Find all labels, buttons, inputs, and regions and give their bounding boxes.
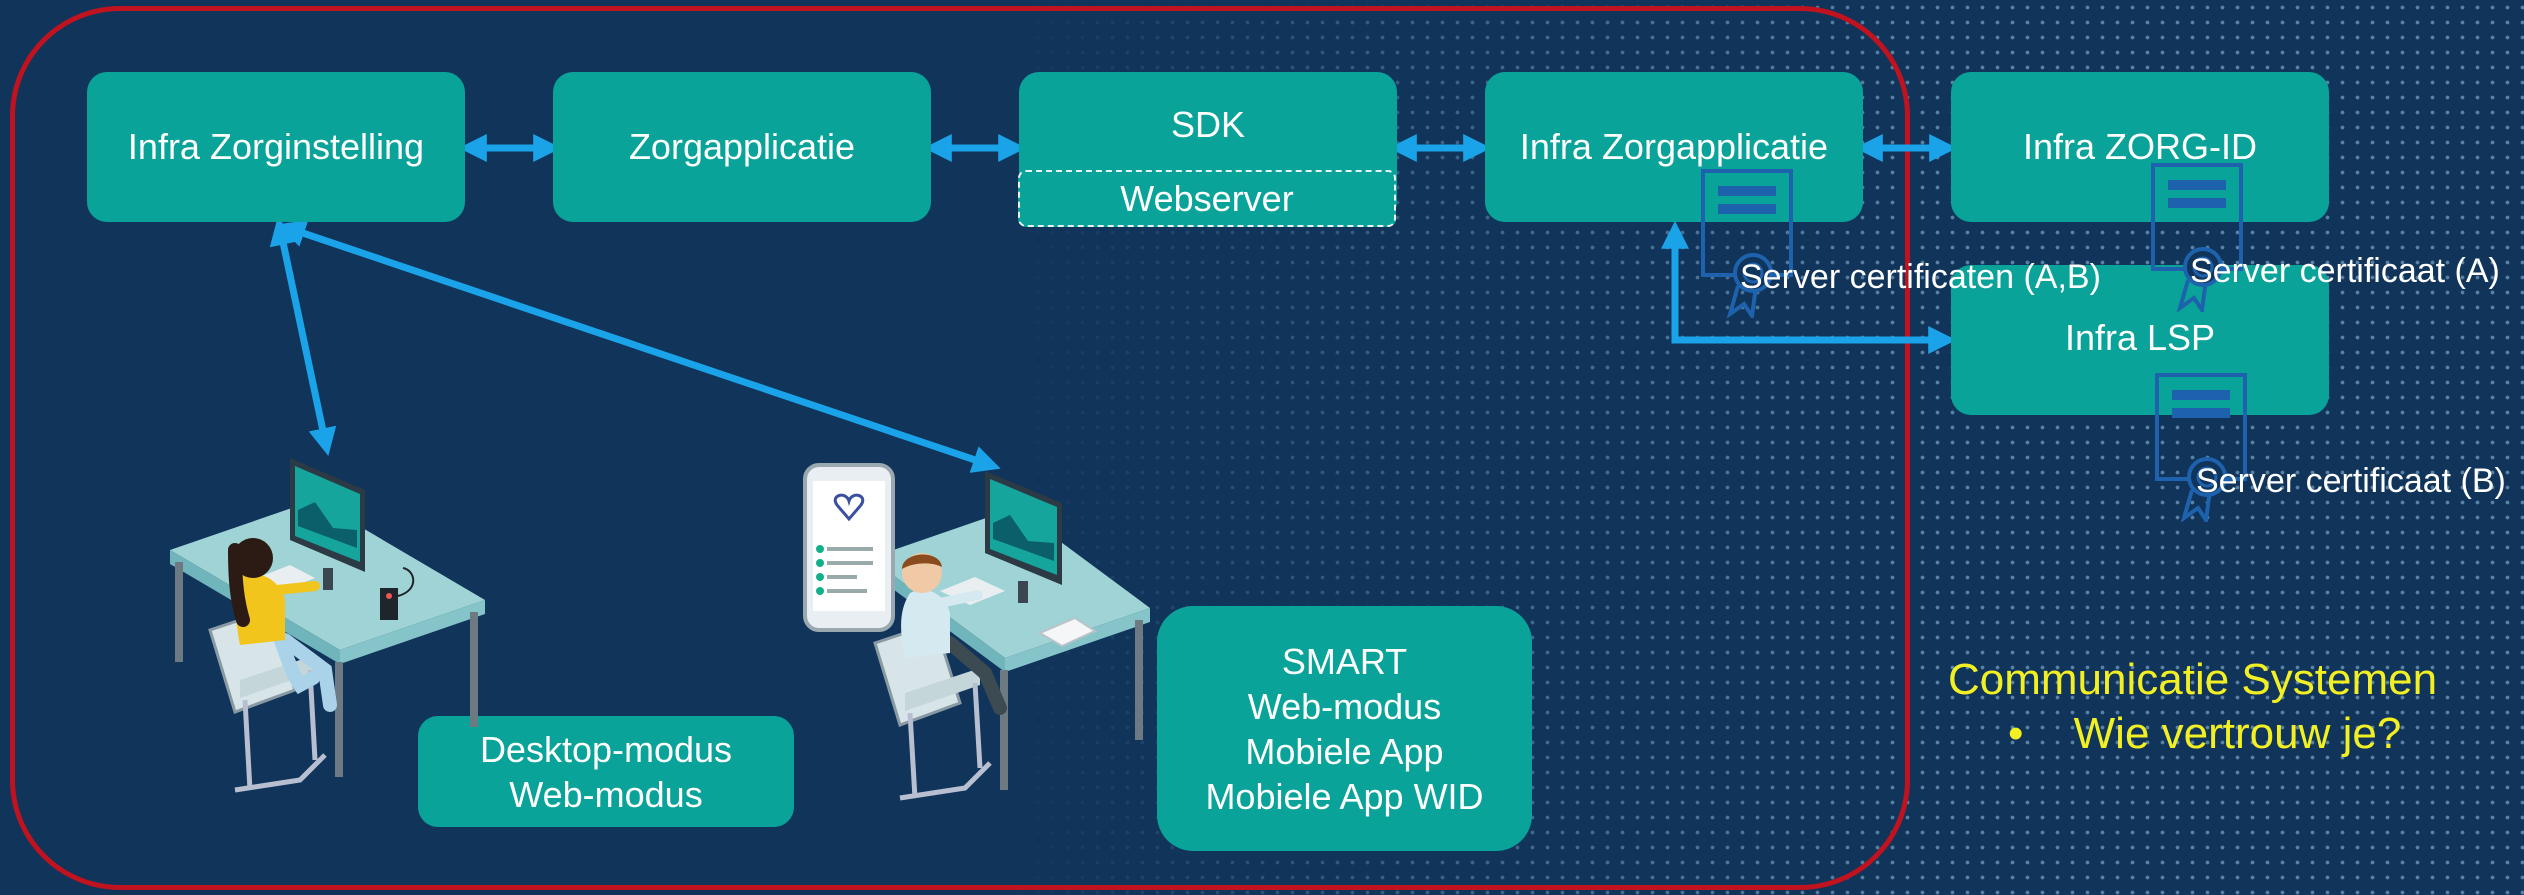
smart-web-mode-label: Web-modus — [1247, 685, 1442, 727]
box-webserver-label: Webserver — [1120, 177, 1294, 219]
certificate-label-zorg-id: Server certificaat (A) — [2190, 252, 2500, 290]
web-mode-label: Web-modus — [509, 773, 703, 815]
box-zorgapplicatie: Zorgapplicatie — [553, 72, 931, 222]
box-infra-lsp-label: Infra LSP — [2064, 317, 2216, 358]
smart-mobile-app-wid-label: Mobiele App WID — [1205, 775, 1484, 817]
arrow-zorginstelling-desktop — [269, 217, 337, 456]
box-infra-lsp: Infra LSP — [1951, 265, 2329, 415]
certificate-label-lsp: Server certificaat (B) — [2196, 462, 2506, 500]
certificate-icon — [1701, 169, 1793, 318]
box-infra-zorginstelling: Infra Zorginstelling — [87, 72, 465, 222]
box-infra-zorginstelling-label: Infra Zorginstelling — [127, 126, 425, 167]
box-desktop-modes: Desktop-modus Web-modus — [418, 716, 794, 827]
box-sdk-label: SDK — [1170, 104, 1246, 145]
note-bullet-item: • Wie vertrouw je? — [1948, 709, 2437, 759]
desktop-workstation-illustration — [170, 458, 485, 793]
box-infra-zorgapplicatie: Infra Zorgapplicatie — [1485, 72, 1863, 222]
certificate-label-zorgapplicatie: Server certificaten (A,B) — [1740, 258, 2101, 296]
smart-label: SMART — [1281, 640, 1408, 682]
certificate-icon — [2151, 163, 2243, 312]
arrow-zorgapplicatie-lsp — [1661, 220, 1957, 354]
box-zorgapplicatie-label: Zorgapplicatie — [628, 126, 856, 167]
smart-workstation-illustration — [803, 463, 1150, 801]
arrow-zorginstelling-smart — [277, 220, 1001, 473]
desktop-mode-label: Desktop-modus — [479, 728, 733, 770]
box-webserver: Webserver — [1018, 170, 1396, 227]
box-smart-modes: SMART Web-modus Mobiele App Mobiele App … — [1157, 606, 1532, 851]
box-infra-zorg-id: Infra ZORG-ID — [1951, 72, 2329, 222]
box-infra-zorgapplicatie-label: Infra Zorgapplicatie — [1519, 126, 1829, 167]
box-infra-zorg-id-label: Infra ZORG-ID — [2022, 126, 2258, 167]
smart-mobile-app-label: Mobiele App — [1245, 730, 1444, 772]
certificate-icon — [2155, 373, 2247, 522]
note-bullet: • — [2008, 709, 2024, 758]
note-title: Communicatie Systemen — [1948, 655, 2438, 704]
trust-scope-border — [10, 6, 1910, 890]
note-question: Wie vertrouw je? — [2073, 709, 2402, 758]
communication-note: Communicatie Systemen • Wie vertrouw je? — [1948, 655, 2437, 759]
